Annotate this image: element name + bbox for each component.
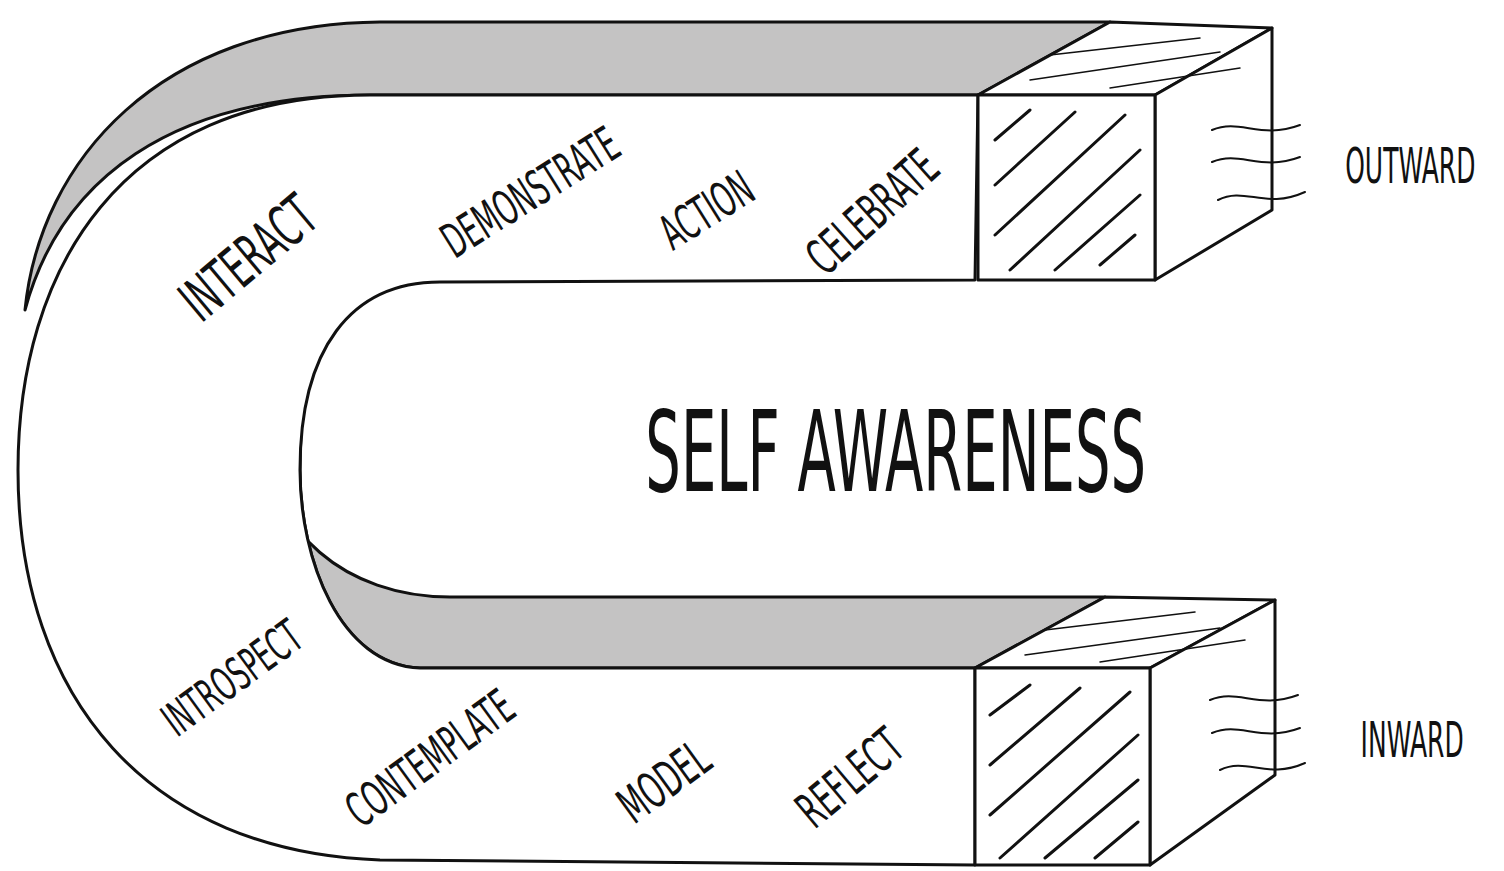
pole-end-face <box>978 95 1155 280</box>
magnet-label: OUTWARD <box>1345 141 1475 191</box>
magnet-label: INWARD <box>1361 715 1464 765</box>
pole-side-face <box>1155 28 1272 280</box>
hatching <box>1025 612 1245 662</box>
hatching <box>1030 38 1240 88</box>
diagram-title: SELF AWARENESS <box>645 396 1146 508</box>
field-lines <box>1210 695 1305 770</box>
hatching <box>990 685 1138 858</box>
pole-end-face <box>975 668 1150 865</box>
field-lines <box>1212 125 1305 200</box>
hatching <box>995 110 1140 270</box>
